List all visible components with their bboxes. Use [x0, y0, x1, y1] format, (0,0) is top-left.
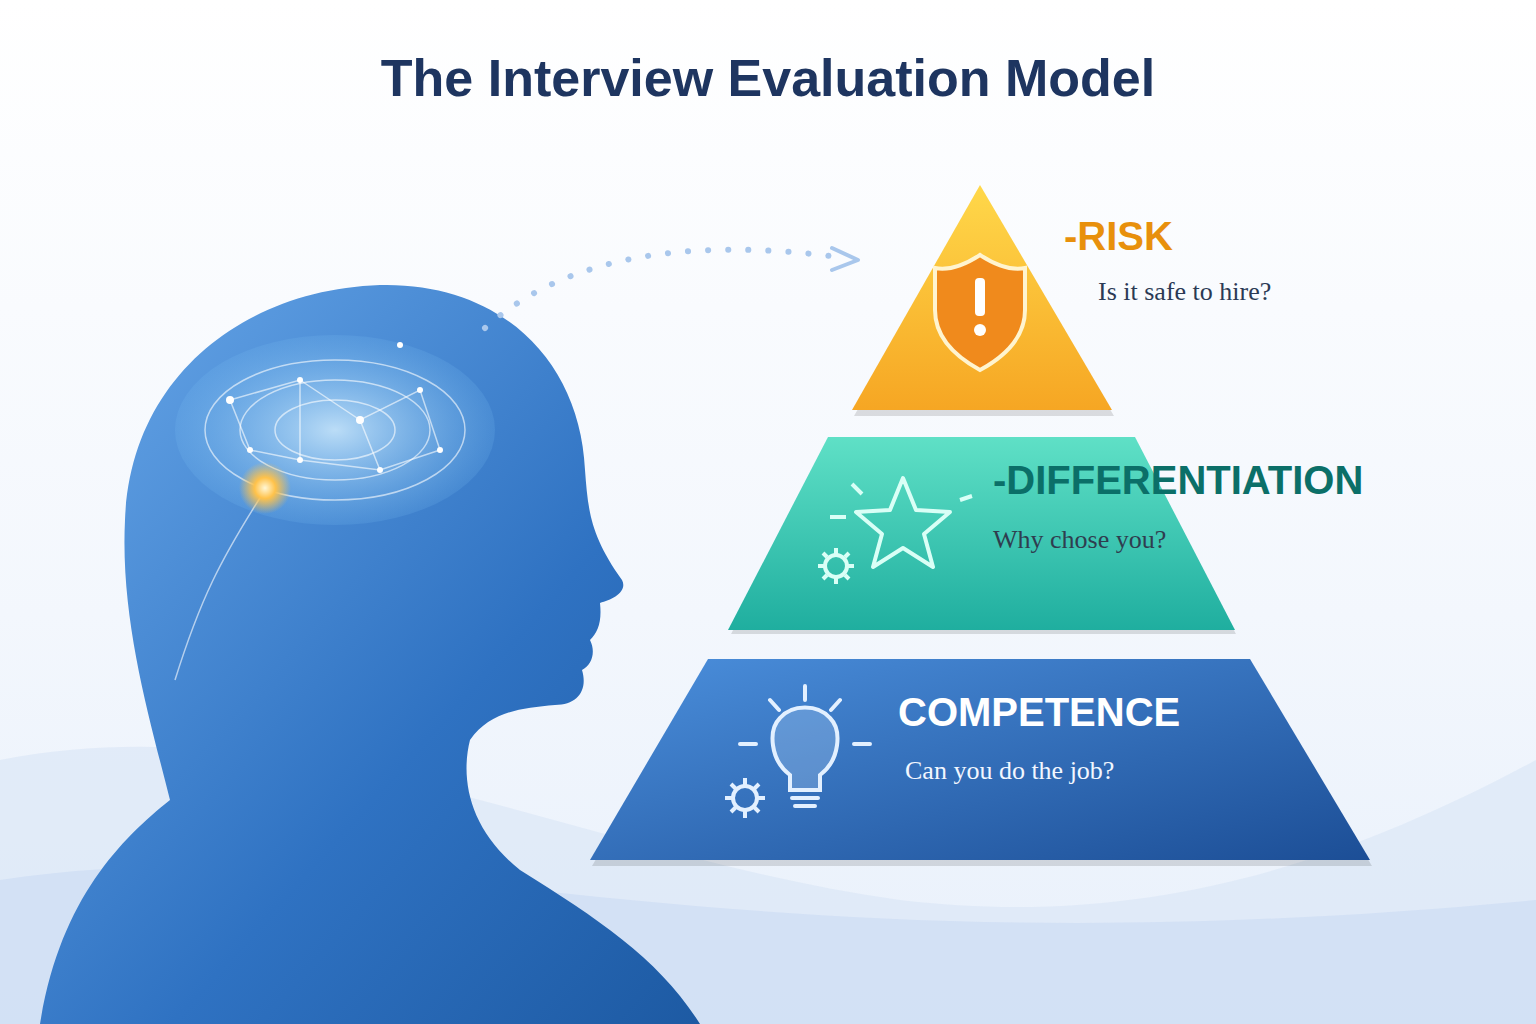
gear-icon — [725, 778, 765, 818]
layer-heading: -DIFFERENTIATION — [993, 458, 1363, 503]
layer-question: Is it safe to hire? — [1098, 277, 1271, 307]
differentiation-layer: -DIFFERENTIATION Why chose you? — [724, 434, 1424, 634]
competence-layer: COMPETENCE Can you do the job? — [586, 656, 1376, 866]
star-icon — [830, 478, 972, 567]
layer-heading: -RISK — [1064, 214, 1173, 259]
gear-icon — [818, 548, 854, 584]
lightbulb-icon — [740, 686, 870, 806]
layer-question: Why chose you? — [993, 525, 1166, 555]
risk-layer: -RISK Is it safe to hire? — [848, 180, 1408, 420]
layer-question: Can you do the job? — [905, 756, 1114, 786]
shield-icon — [935, 255, 1025, 370]
diagram-title: The Interview Evaluation Model — [0, 48, 1536, 108]
layer-heading: COMPETENCE — [898, 690, 1180, 735]
